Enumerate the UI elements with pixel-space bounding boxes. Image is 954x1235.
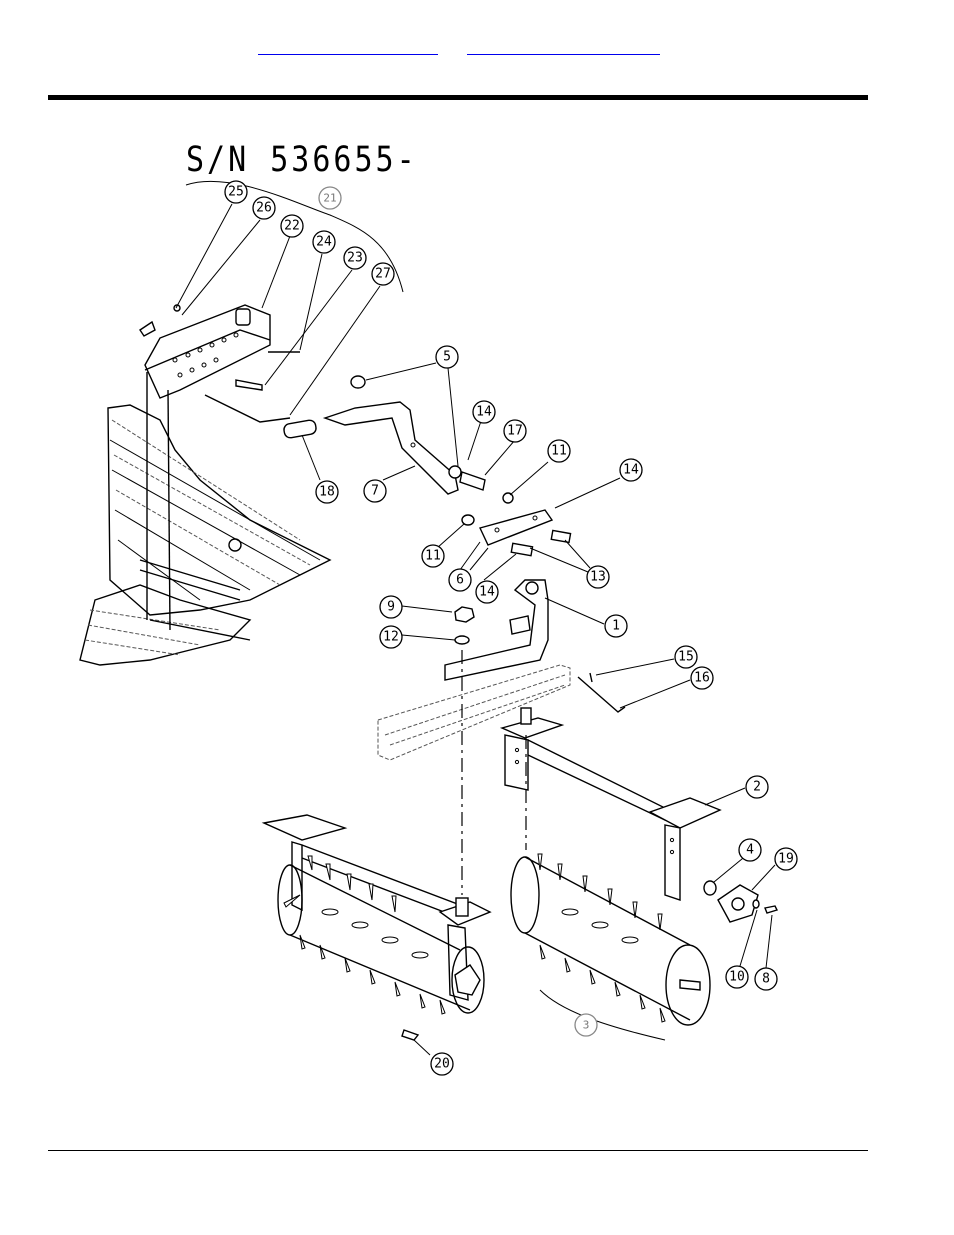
callout-leaders <box>175 203 776 1056</box>
spike-drum-right <box>510 856 711 1026</box>
washer-11b <box>502 492 514 504</box>
svg-text:8: 8 <box>762 972 770 987</box>
svg-text:23: 23 <box>347 251 363 266</box>
svg-text:9: 9 <box>387 600 395 615</box>
right-drum-spikes <box>537 853 666 1023</box>
bushing-5b <box>448 465 462 479</box>
callout-10: 10 <box>725 965 749 989</box>
spike-part-20 <box>401 1029 420 1041</box>
callout-6: 6 <box>448 568 472 592</box>
callout-19: 19 <box>774 847 798 871</box>
svg-text:6: 6 <box>456 573 464 588</box>
plate-part-6 <box>479 509 554 546</box>
bushing-5a <box>350 375 366 389</box>
callout-8: 8 <box>754 967 778 991</box>
pin-13b <box>550 529 572 544</box>
callout-4: 4 <box>738 838 762 862</box>
left-drum-spikes <box>283 855 446 1015</box>
callout-22: 22 <box>280 214 304 238</box>
callout-23: 23 <box>343 246 367 270</box>
callout-9: 9 <box>379 595 403 619</box>
svg-text:17: 17 <box>507 424 523 439</box>
svg-text:26: 26 <box>256 201 272 216</box>
bushing-4 <box>703 880 717 896</box>
callout-11b: 11 <box>421 544 445 568</box>
pin-23 <box>235 379 263 391</box>
crossbar-frame-part-2 <box>499 707 722 901</box>
svg-text:11: 11 <box>425 549 441 564</box>
pin-27 <box>204 394 291 423</box>
footer-rule <box>48 1150 868 1151</box>
callout-17: 17 <box>503 419 527 443</box>
callout-20: 20 <box>430 1052 454 1076</box>
svg-text:13: 13 <box>590 570 606 585</box>
callout-14a: 14 <box>472 400 496 424</box>
callout-bubbles: 25 26 21 22 24 23 27 5 14 17 11 14 18 7 … <box>224 180 798 1076</box>
washer-10 <box>752 899 760 909</box>
pin-15 <box>589 672 593 683</box>
callout-16: 16 <box>690 666 714 690</box>
svg-text:19: 19 <box>778 852 794 867</box>
header-link-left[interactable] <box>258 40 438 55</box>
link-arm-part-7 <box>322 401 459 495</box>
pin-13a <box>510 542 534 557</box>
svg-text:1: 1 <box>612 619 620 634</box>
spike-drum-left <box>261 814 492 1014</box>
main-bracket-part-1 <box>444 579 549 681</box>
callout-3: 3 <box>574 1013 598 1037</box>
handle-16 <box>577 676 626 713</box>
header-link-right[interactable] <box>467 40 660 55</box>
callout-18: 18 <box>315 480 339 504</box>
callout-14c: 14 <box>475 580 499 604</box>
callout-26: 26 <box>252 196 276 220</box>
bracket-assembly-21 <box>185 180 404 293</box>
svg-text:14: 14 <box>623 463 639 478</box>
frame-section-drawing <box>79 404 332 666</box>
callout-15: 15 <box>674 645 698 669</box>
serial-number-label: S/N 536655- <box>186 140 418 181</box>
washer-12 <box>454 635 470 645</box>
header-rule <box>48 95 868 100</box>
svg-text:18: 18 <box>319 485 335 500</box>
svg-text:27: 27 <box>375 267 391 282</box>
svg-text:24: 24 <box>316 235 332 250</box>
callout-5: 5 <box>435 345 459 369</box>
callout-1: 1 <box>604 614 628 638</box>
callout-7: 7 <box>363 479 387 503</box>
callout-14b: 14 <box>619 458 643 482</box>
pin-17 <box>459 471 486 491</box>
svg-text:3: 3 <box>583 1019 590 1032</box>
callout-11a: 11 <box>547 439 571 463</box>
svg-text:11: 11 <box>551 444 567 459</box>
bracket-part-22 <box>139 304 271 631</box>
callout-25: 25 <box>224 180 248 204</box>
svg-text:5: 5 <box>443 350 451 365</box>
svg-text:21: 21 <box>323 192 336 205</box>
bolt-8 <box>764 905 778 914</box>
toolbar-beam <box>377 664 571 761</box>
pad-part-18 <box>283 419 317 439</box>
washer-11a <box>461 514 475 526</box>
callout-21: 21 <box>318 186 342 210</box>
nut-9 <box>454 606 475 623</box>
svg-text:7: 7 <box>371 484 379 499</box>
callout-27: 27 <box>371 262 395 286</box>
svg-text:20: 20 <box>434 1057 450 1072</box>
svg-text:25: 25 <box>228 185 244 200</box>
bearing-19 <box>717 884 759 923</box>
callout-2: 2 <box>745 775 769 799</box>
svg-text:4: 4 <box>746 843 754 858</box>
callout-13: 13 <box>586 565 610 589</box>
svg-text:12: 12 <box>383 630 399 645</box>
svg-text:16: 16 <box>694 671 710 686</box>
svg-text:22: 22 <box>284 219 300 234</box>
svg-text:15: 15 <box>678 650 694 665</box>
svg-text:2: 2 <box>753 780 761 795</box>
callout-12: 12 <box>379 625 403 649</box>
svg-text:14: 14 <box>476 405 492 420</box>
svg-text:10: 10 <box>729 970 745 985</box>
svg-text:14: 14 <box>479 585 495 600</box>
callout-24: 24 <box>312 230 336 254</box>
